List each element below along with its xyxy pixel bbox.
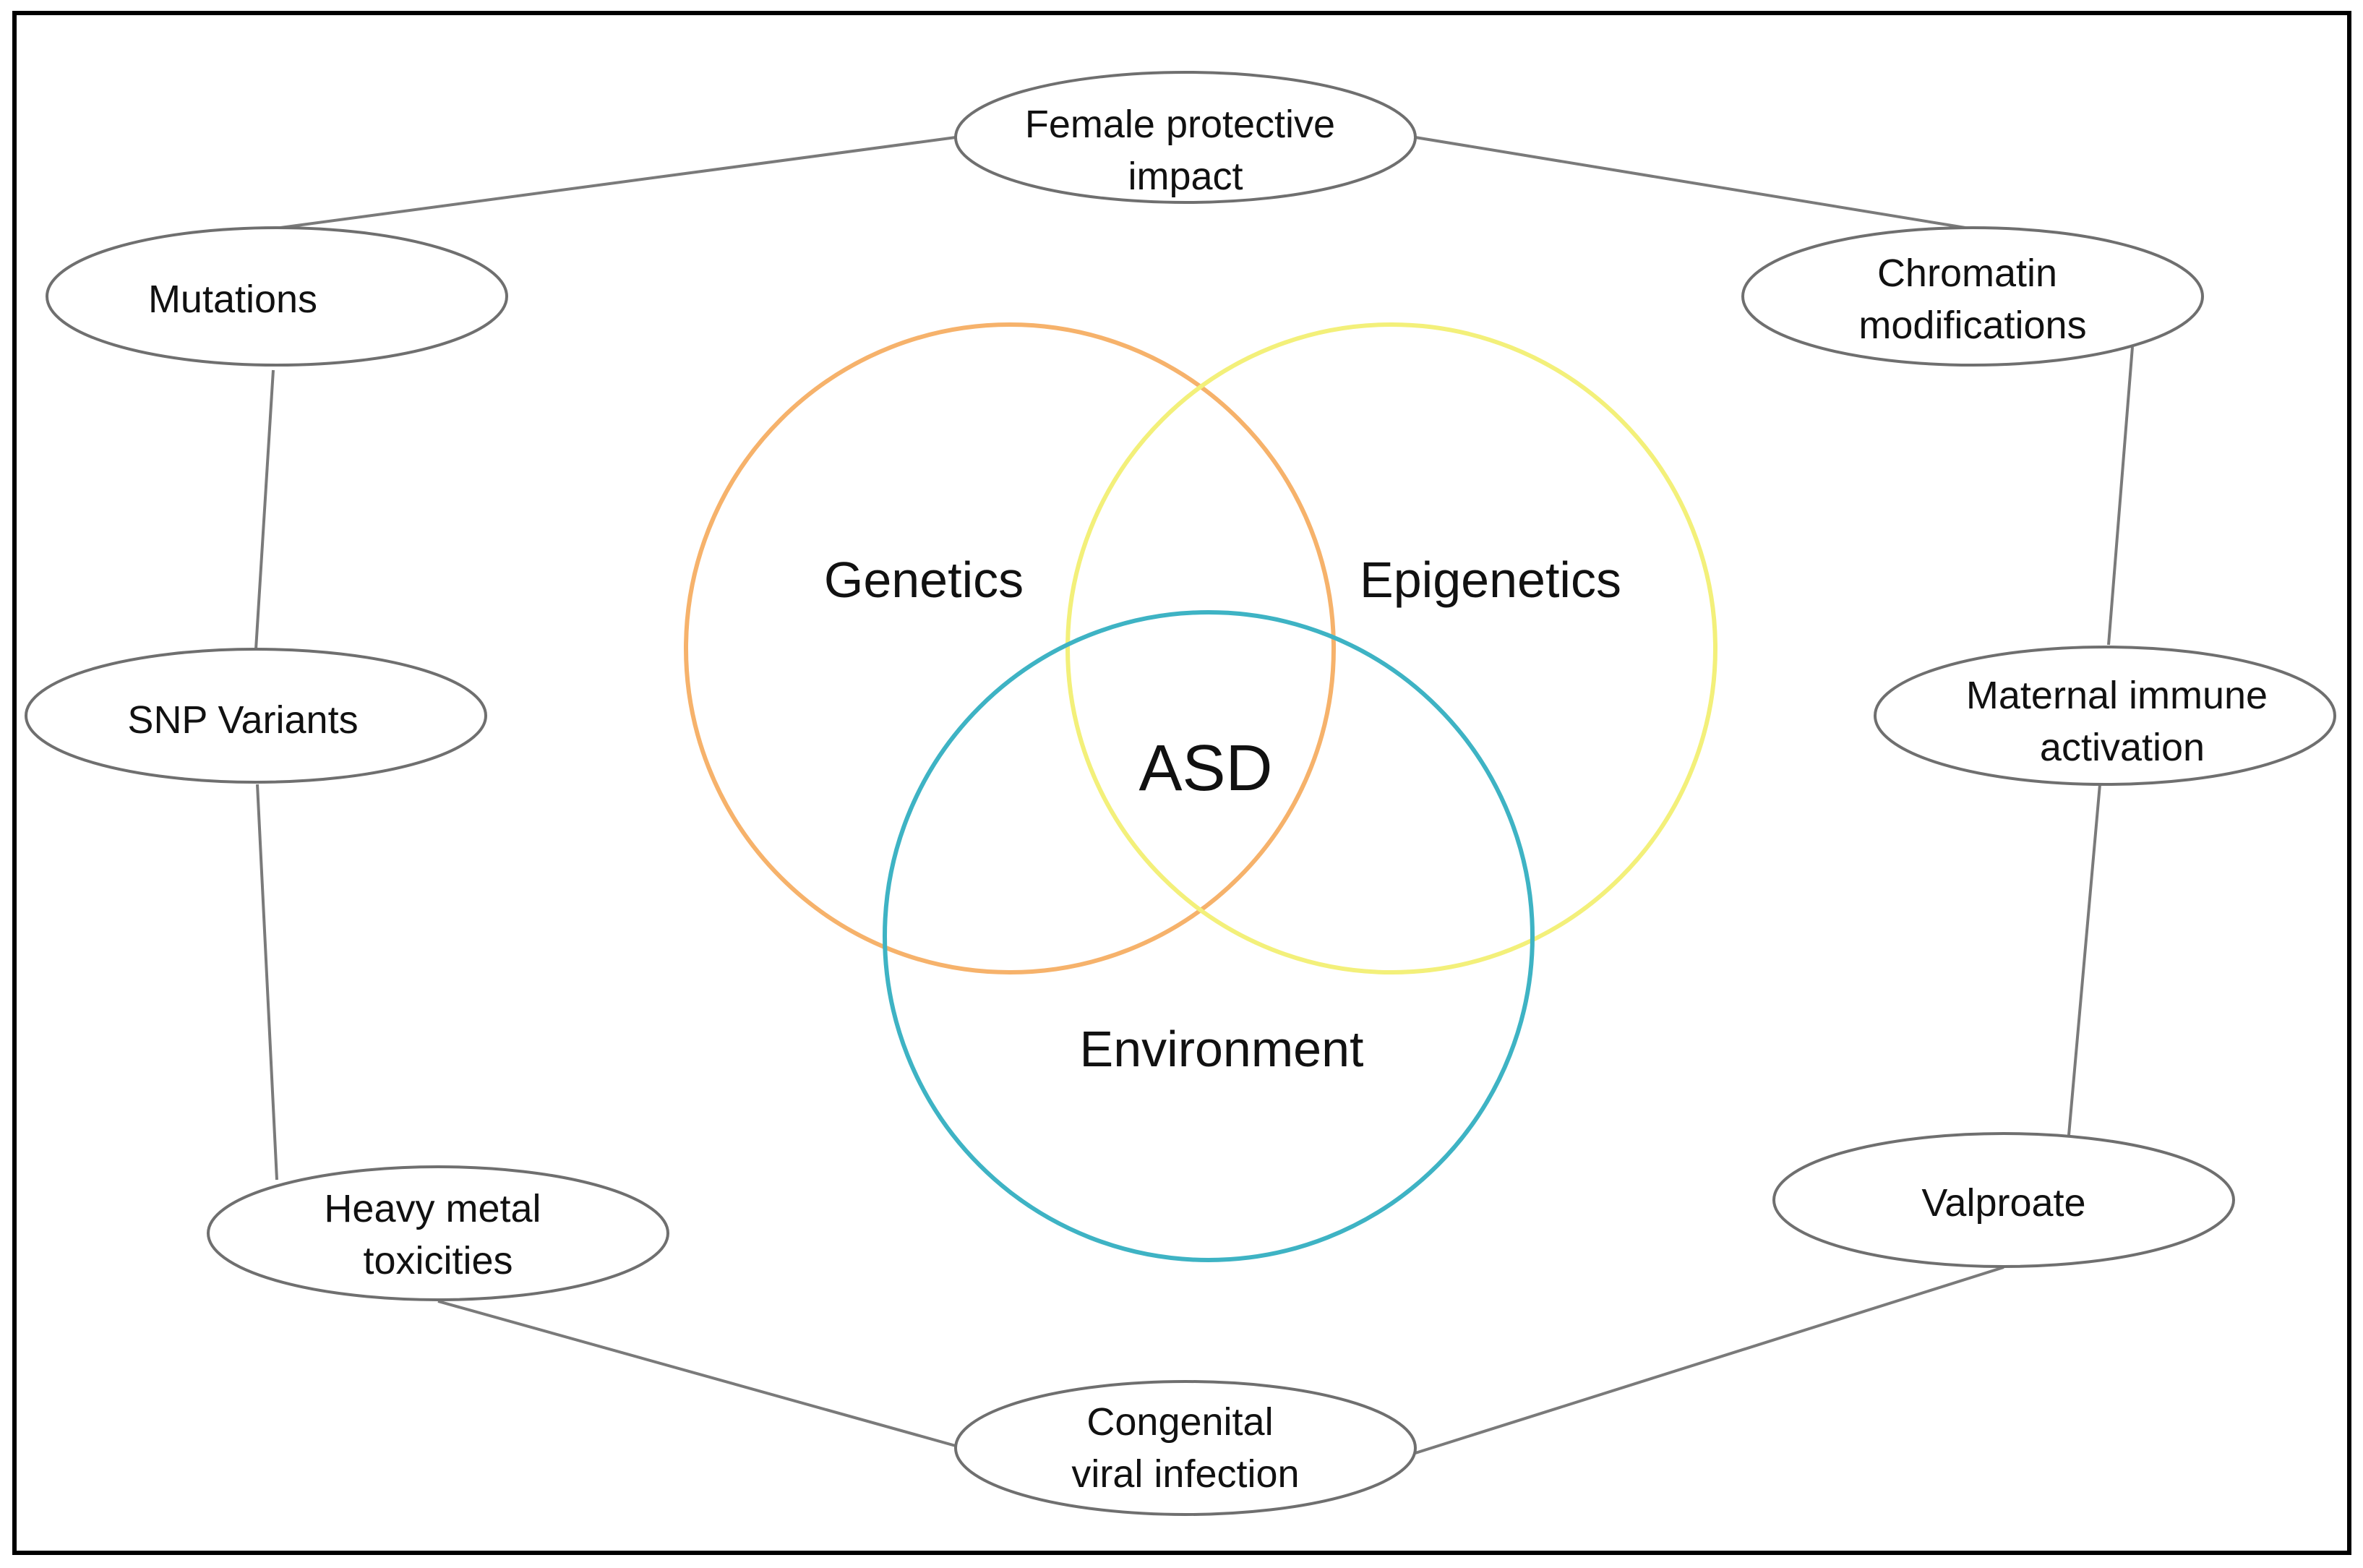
svg-text:Mutations: Mutations [148, 278, 317, 321]
diagram-frame [12, 11, 2351, 1555]
node-valproate: Valproate [1772, 1132, 2235, 1268]
node-label-line: Heavy metal [324, 1187, 541, 1230]
connector-snp-heavymetal [256, 784, 278, 1181]
svg-text:Chromatin modifications: Chromatin modifications [1858, 252, 2086, 347]
connector-lines [254, 136, 2134, 1455]
epigenetics-circle [1065, 322, 1717, 974]
connector-valproate-congenital [1415, 1266, 2004, 1455]
svg-text:Valproate: Valproate [1921, 1181, 2085, 1225]
venn-diagram: Genetics Epigenetics Environment ASD [684, 322, 1717, 1262]
node-snp-variants: SNP Variants [25, 648, 487, 784]
node-mutations: Mutations [46, 226, 508, 367]
node-shape [1874, 646, 2336, 786]
node-shape [1741, 226, 2204, 367]
node-shape [46, 226, 508, 367]
node-heavy-metal-toxicities: Heavy metal toxicities [207, 1165, 669, 1301]
connector-mutations-snp [254, 369, 275, 650]
node-maternal-immune-activation: Maternal immune activation [1874, 646, 2336, 786]
genetics-label: Genetics [824, 552, 1024, 608]
connector-female-mutations [274, 136, 956, 230]
node-label-line: activation [2040, 726, 2205, 769]
node-female-protective: Female protective impact [954, 71, 1417, 204]
node-congenital-viral-infection: Congenital viral infection [954, 1380, 1417, 1516]
node-label-line: Chromatin [1877, 252, 2057, 295]
node-shape [1772, 1132, 2235, 1268]
node-chromatin-modifications: Chromatin modifications [1741, 226, 2204, 367]
connector-maternal-valproate [2067, 784, 2101, 1136]
genetics-circle [684, 322, 1336, 974]
node-shape [954, 1380, 1417, 1516]
svg-text:Congenital viral infecti: Congenital viral infection [1071, 1400, 1299, 1496]
svg-text:Heavy metal toxicities: Heavy metal toxicities [324, 1187, 552, 1282]
node-label-line: impact [1128, 155, 1243, 198]
node-label-line: Maternal immune [1966, 674, 2268, 717]
environment-label: Environment [1080, 1021, 1364, 1077]
connector-chromatin-maternal [2107, 346, 2134, 646]
asd-center-label: ASD [1138, 732, 1272, 805]
node-label-line: Mutations [148, 278, 317, 321]
node-label-line: SNP Variants [127, 698, 358, 742]
node-label-line: Female protective [1025, 103, 1335, 146]
node-label-line: modifications [1858, 304, 2086, 347]
node-label-line: Congenital [1086, 1400, 1273, 1444]
svg-text:SNP Variants: SNP Variants [127, 698, 358, 742]
node-shape [207, 1165, 669, 1301]
connector-female-chromatin [1415, 136, 1970, 230]
epigenetics-label: Epigenetics [1360, 552, 1621, 608]
node-label-line: toxicities [363, 1239, 513, 1282]
node-shape [25, 648, 487, 784]
node-label-line: Valproate [1921, 1181, 2085, 1225]
svg-text:Maternal immune activati: Maternal immune activation [1966, 674, 2278, 769]
connector-heavymetal-congenital [437, 1300, 956, 1447]
environment-circle [883, 610, 1535, 1262]
node-label-line: viral infection [1071, 1452, 1299, 1496]
svg-text:Female protective impact: Female protective impact [1025, 103, 1346, 198]
node-shape [954, 71, 1417, 204]
